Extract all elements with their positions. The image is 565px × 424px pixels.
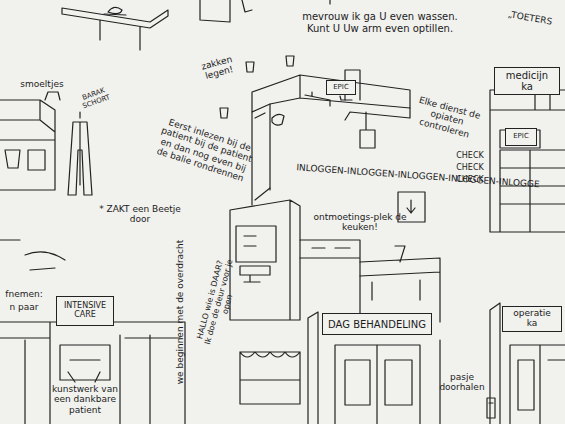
handwritten-note: Elke dienst de opiaten controleren bbox=[404, 93, 489, 144]
handwritten-note: smoeltjes bbox=[20, 79, 63, 89]
handwritten-note: Eerst inlezen bij de patient bij de pati… bbox=[153, 116, 256, 185]
sign-text: EPIC bbox=[333, 84, 349, 92]
handwritten-note: CHECK bbox=[456, 163, 484, 172]
sign-box: INTENSIVE CARE bbox=[56, 296, 114, 326]
handwritten-note: mevrouw ik ga U even wassen. Kunt U Uw a… bbox=[290, 11, 470, 34]
handwritten-note: kunstwerk van een dankbare patient bbox=[45, 384, 125, 415]
handwritten-note: BARAK SCHORT bbox=[73, 84, 116, 113]
handwritten-note: * ZAKT een Beetje door bbox=[95, 204, 185, 225]
handwritten-note: we beginnen met de overdracht bbox=[175, 240, 185, 385]
sign-box: EPIC bbox=[326, 80, 356, 95]
handwritten-note: CHECK bbox=[456, 151, 484, 160]
handwritten-note: fnemen: bbox=[5, 289, 42, 299]
sign-text: DAG BEHANDELING bbox=[328, 319, 426, 330]
handwritten-note: n paar bbox=[9, 302, 38, 312]
sign-text: operatie ka bbox=[507, 309, 557, 329]
sign-box: medicijn ka bbox=[494, 67, 560, 95]
handwritten-note: „TOETERS bbox=[507, 9, 553, 27]
handwritten-note: INLOGGEN-INLOGGEN-INLOGGEN-INLOGGEN-INLO… bbox=[296, 162, 540, 189]
sign-text: INTENSIVE CARE bbox=[61, 302, 109, 320]
handwritten-note: pasje doorhalen bbox=[432, 372, 492, 393]
sign-text: EPIC bbox=[513, 133, 529, 141]
handwritten-note: HALLO wie is DAAR? Ik doe de deur voor j… bbox=[194, 255, 244, 349]
sign-text: medicijn ka bbox=[499, 70, 555, 92]
handwritten-note: zakken legen! bbox=[191, 52, 245, 85]
sign-box: DAG BEHANDELING bbox=[322, 313, 432, 335]
sign-box: EPIC bbox=[505, 128, 537, 146]
handwritten-note: ontmoetings-plek de keuken! bbox=[313, 212, 408, 233]
sign-box: operatie ka bbox=[502, 306, 562, 332]
